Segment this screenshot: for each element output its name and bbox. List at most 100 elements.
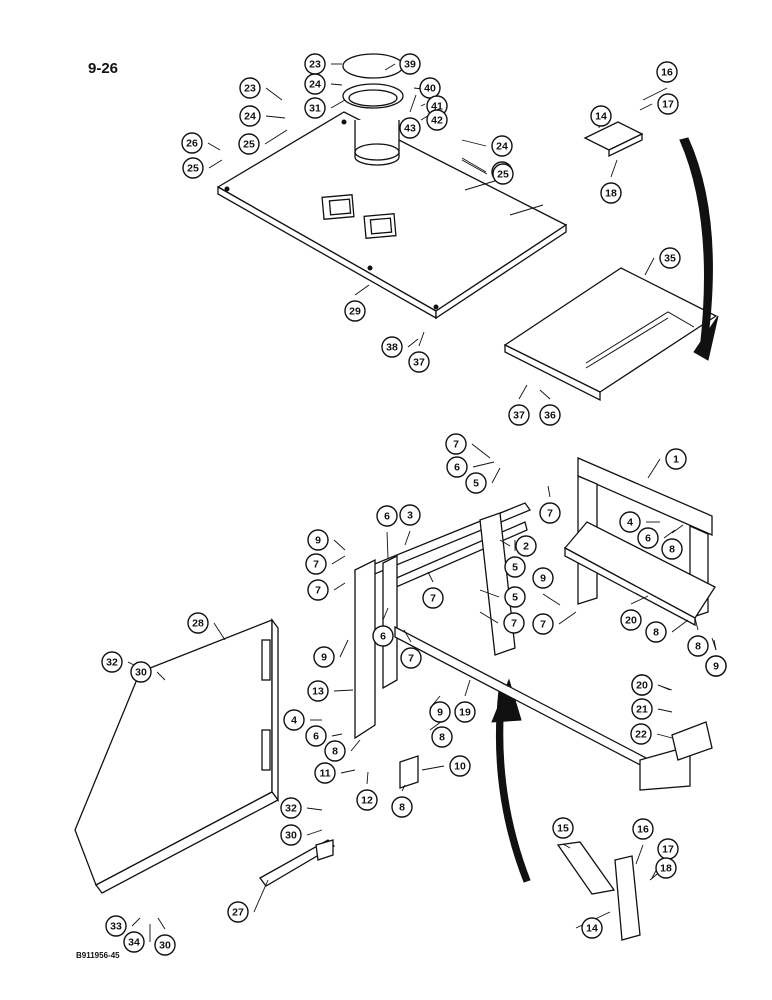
- callout-number: 5: [512, 562, 518, 574]
- leader-line: [671, 524, 684, 534]
- leader-line: [404, 530, 411, 546]
- leader-line: [333, 689, 354, 692]
- callout-number: 17: [662, 844, 674, 856]
- leader-line: [156, 671, 166, 681]
- leader-line: [471, 443, 491, 459]
- callout-25: 25: [492, 163, 514, 185]
- callout-number: 9: [321, 652, 327, 664]
- callout-32: 32: [101, 651, 123, 673]
- callout-circle: [465, 472, 487, 494]
- callout-circle: [581, 917, 603, 939]
- callout-17: 17: [657, 93, 679, 115]
- callout-circle: [705, 655, 727, 677]
- callout-8: 8: [431, 726, 453, 748]
- callout-33: 33: [105, 915, 127, 937]
- callout-29: 29: [344, 300, 366, 322]
- leader-line: [694, 617, 699, 631]
- callout-circle: [130, 661, 152, 683]
- callout-8: 8: [661, 538, 683, 560]
- bracket-22: [671, 721, 713, 761]
- callout-circle: [431, 726, 453, 748]
- callout-number: 28: [192, 618, 204, 630]
- callout-circle: [399, 53, 421, 75]
- callout-number: 20: [636, 680, 648, 692]
- panel-35: [503, 267, 718, 402]
- callout-circle: [426, 109, 448, 131]
- callout-number: 11: [319, 768, 330, 780]
- callout-7: 7: [305, 553, 327, 575]
- callout-34: 34: [123, 931, 145, 953]
- callout-6: 6: [446, 456, 468, 478]
- leader-line: [713, 639, 717, 651]
- callout-23: 23: [239, 77, 261, 99]
- callout-8: 8: [687, 635, 709, 657]
- callout-circle: [590, 105, 612, 127]
- callout-circle: [632, 818, 654, 840]
- callout-circle: [665, 448, 687, 470]
- callout-circle: [391, 796, 413, 818]
- callout-number: 6: [313, 731, 319, 743]
- callout-40: 40: [419, 77, 441, 99]
- floor-plate: [216, 111, 568, 320]
- leader-line: [333, 582, 346, 591]
- callout-5: 5: [504, 556, 526, 578]
- callout-circle: [307, 529, 329, 551]
- callout-circle: [123, 931, 145, 953]
- leader-line: [642, 87, 668, 101]
- page-number: 9-26: [88, 60, 119, 77]
- callout-number: 37: [413, 357, 425, 369]
- callout-circle: [399, 504, 421, 526]
- callout-18: 18: [600, 182, 622, 204]
- callout-number: 26: [186, 138, 198, 150]
- leader-line: [647, 458, 661, 479]
- callout-number: 31: [309, 103, 321, 115]
- callout-circle: [492, 163, 514, 185]
- callout-number: 6: [384, 511, 390, 523]
- callout-circle: [304, 97, 326, 119]
- callout-number: 5: [512, 592, 518, 604]
- leader-line: [558, 611, 577, 625]
- callout-number: 29: [349, 306, 361, 318]
- callout-43: 43: [399, 117, 421, 139]
- callout-circle: [313, 646, 335, 668]
- leader-line: [461, 139, 487, 147]
- leader-line: [403, 629, 412, 643]
- callout-14: 14: [581, 917, 603, 939]
- leader-line: [382, 607, 389, 621]
- callout-circle: [620, 609, 642, 631]
- callout-7: 7: [400, 647, 422, 669]
- callout-circle: [661, 538, 683, 560]
- callout-number: 12: [361, 795, 373, 807]
- callout-number: 8: [332, 746, 338, 758]
- callout-27: 27: [227, 901, 249, 923]
- callout-2: 2: [515, 535, 537, 557]
- callout-circle: [408, 351, 430, 373]
- leader-line: [207, 142, 221, 151]
- callout-number: 36: [544, 410, 556, 422]
- leader-line: [499, 539, 511, 547]
- callout-7: 7: [422, 587, 444, 609]
- callout-circle: [422, 587, 444, 609]
- callout-number: 14: [586, 923, 598, 935]
- callout-number: 6: [380, 631, 386, 643]
- callout-circle: [101, 651, 123, 673]
- callout-number: 7: [313, 559, 319, 571]
- callout-20: 20: [631, 674, 653, 696]
- callout-circle: [532, 613, 554, 635]
- callout-24: 24: [239, 105, 261, 127]
- callout-circle: [154, 934, 176, 956]
- callout-number: 7: [453, 439, 459, 451]
- leader-line: [491, 467, 501, 484]
- callout-circle: [687, 635, 709, 657]
- callout-circle: [645, 621, 667, 643]
- leader-line: [208, 159, 223, 169]
- leader-line: [339, 639, 349, 658]
- callout-number: 15: [557, 823, 569, 835]
- leader-line: [157, 917, 166, 930]
- callout-number: 20: [625, 615, 637, 627]
- leader-line: [464, 679, 471, 697]
- callout-circle: [445, 433, 467, 455]
- callout-circle: [504, 586, 526, 608]
- callout-circle: [305, 553, 327, 575]
- callout-circle: [532, 567, 554, 589]
